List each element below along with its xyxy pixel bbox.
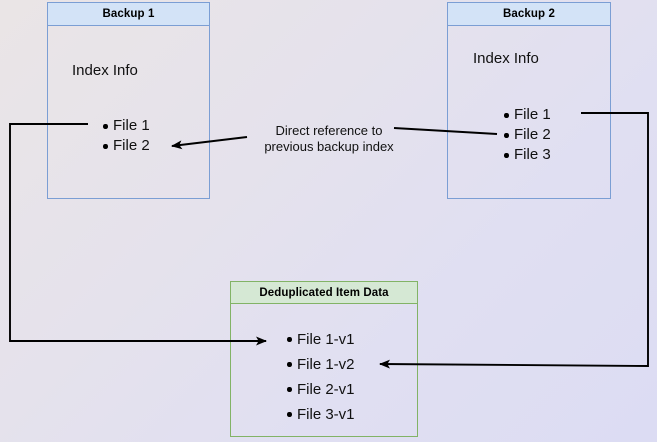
list-item: File 1-v1: [287, 327, 355, 352]
backup-1-header: Backup 1: [47, 2, 210, 26]
list-item: File 1-v2: [287, 352, 355, 377]
backup-1-title: Backup 1: [102, 8, 155, 20]
backup-1-file-list: File 1 File 2: [99, 116, 150, 156]
backup-2-box: Backup 2 Index Info File 1 File 2 File 3: [447, 2, 611, 199]
backup-1-box: Backup 1 Index Info File 1 File 2: [47, 2, 210, 199]
annotation-line-1: Direct reference to: [275, 123, 383, 138]
dedup-body: [230, 304, 418, 437]
list-item: File 3: [504, 146, 551, 163]
list-item: File 2: [504, 126, 551, 143]
list-item: File 3-v1: [287, 402, 355, 427]
direct-reference-annotation: Direct reference to previous backup inde…: [246, 123, 412, 155]
dedup-item-list: File 1-v1 File 1-v2 File 2-v1 File 3-v1: [283, 327, 355, 427]
deduplicated-item-data-box: Deduplicated Item Data File 1-v1 File 1-…: [230, 281, 418, 437]
list-item: File 1: [103, 117, 150, 134]
dedup-header: Deduplicated Item Data: [230, 281, 418, 304]
list-item: File 2: [103, 137, 150, 154]
backup-2-header: Backup 2: [447, 2, 611, 26]
backup-1-body: [47, 26, 210, 199]
list-item: File 2-v1: [287, 377, 355, 402]
list-item: File 1: [504, 106, 551, 123]
backup-2-index-info-label: Index Info: [473, 50, 539, 67]
backup-2-file-list: File 1 File 2 File 3: [500, 105, 551, 165]
backup-2-title: Backup 2: [503, 8, 555, 20]
annotation-line-2: previous backup index: [264, 139, 394, 154]
dedup-title: Deduplicated Item Data: [259, 286, 389, 299]
backup-1-index-info-label: Index Info: [72, 62, 138, 79]
